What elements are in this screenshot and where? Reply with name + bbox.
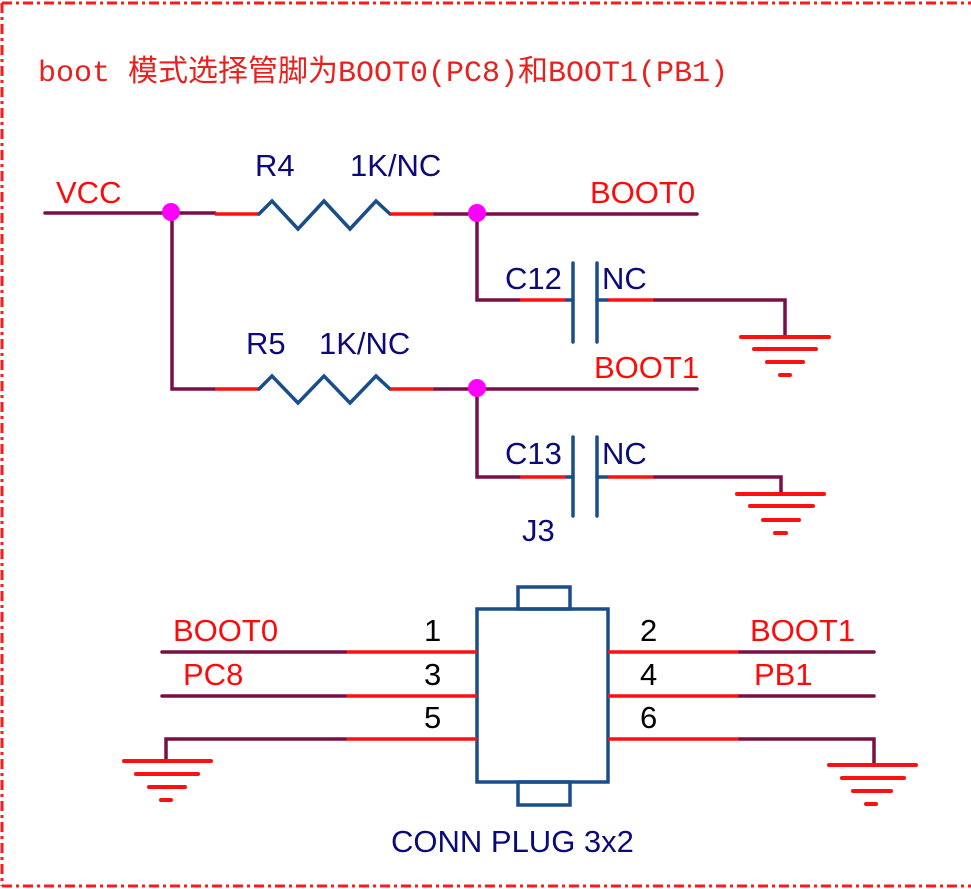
net-label-j3-boot1: BOOT1 [750,613,855,648]
j3-pin-number-3: 3 [424,657,441,692]
j3-pin-number-5: 5 [424,700,441,735]
wire-boot1-to-c13 [475,387,522,479]
c13-value: NC [602,436,647,471]
gnd-c13 [735,492,826,535]
junction-vcc [162,203,180,221]
j3-pin-number-6: 6 [640,700,657,735]
r5-zigzag [257,373,392,406]
j3-pin-number-1: 1 [424,613,441,648]
c12-designator: C12 [505,261,562,296]
j3-designator: J3 [522,513,555,548]
junction-boot1 [468,379,486,397]
wire-c13-to-gnd [653,475,783,496]
boot1-net: BOOT1 [433,350,699,479]
vcc-net: VCC [43,175,217,391]
c13-designator: C13 [505,436,562,471]
wire-vcc-to-r5 [170,211,217,391]
c12-value: NC [602,261,647,296]
sheet-note-title: boot 模式选择管脚为BOOT0(PC8)和BOOT1(PB1) [38,55,728,91]
wire-j3-gnd-left [164,737,347,763]
j3-pin-number-4: 4 [640,657,657,692]
j3-value: CONN PLUG 3x2 [391,824,634,859]
wire-j3-gnd-right [738,737,876,767]
j3-left-nets: BOOT0 PC8 [160,613,347,763]
connector-j3[interactable]: J3 1 3 5 2 4 6 CONN PLUG 3x2 [345,513,740,859]
wire-c12-to-gnd [653,298,787,339]
j3-key-top [516,585,572,611]
net-label-j3-pc8: PC8 [183,657,243,692]
j3-right-nets: BOOT1 PB1 [738,613,876,767]
net-label-boot0: BOOT0 [590,175,695,210]
capacitor-c12[interactable]: C12 NC [505,261,655,344]
r4-designator: R4 [255,148,295,183]
gnd-j3-pin6 [827,763,918,806]
resistor-r4[interactable]: R4 1K/NC [215,148,441,232]
net-label-vcc: VCC [56,175,121,210]
r4-zigzag [257,198,392,232]
j3-pin-number-2: 2 [640,613,657,648]
r5-designator: R5 [246,326,286,361]
net-label-boot1: BOOT1 [594,350,699,385]
gnd-j3-pin5 [122,759,213,802]
wire-boot0-to-c12 [475,212,522,302]
net-label-j3-pb1: PB1 [754,657,813,692]
r5-value: 1K/NC [319,326,410,361]
capacitor-c13[interactable]: C13 NC [505,435,655,518]
gnd-c12 [739,335,831,377]
j3-key-bottom [516,780,572,807]
net-label-j3-boot0: BOOT0 [173,613,278,648]
resistor-r5[interactable]: R5 1K/NC [215,326,435,406]
j3-body [475,607,610,784]
junction-boot0 [468,204,486,222]
boot0-net: BOOT0 [433,175,699,302]
r4-value: 1K/NC [350,148,441,183]
